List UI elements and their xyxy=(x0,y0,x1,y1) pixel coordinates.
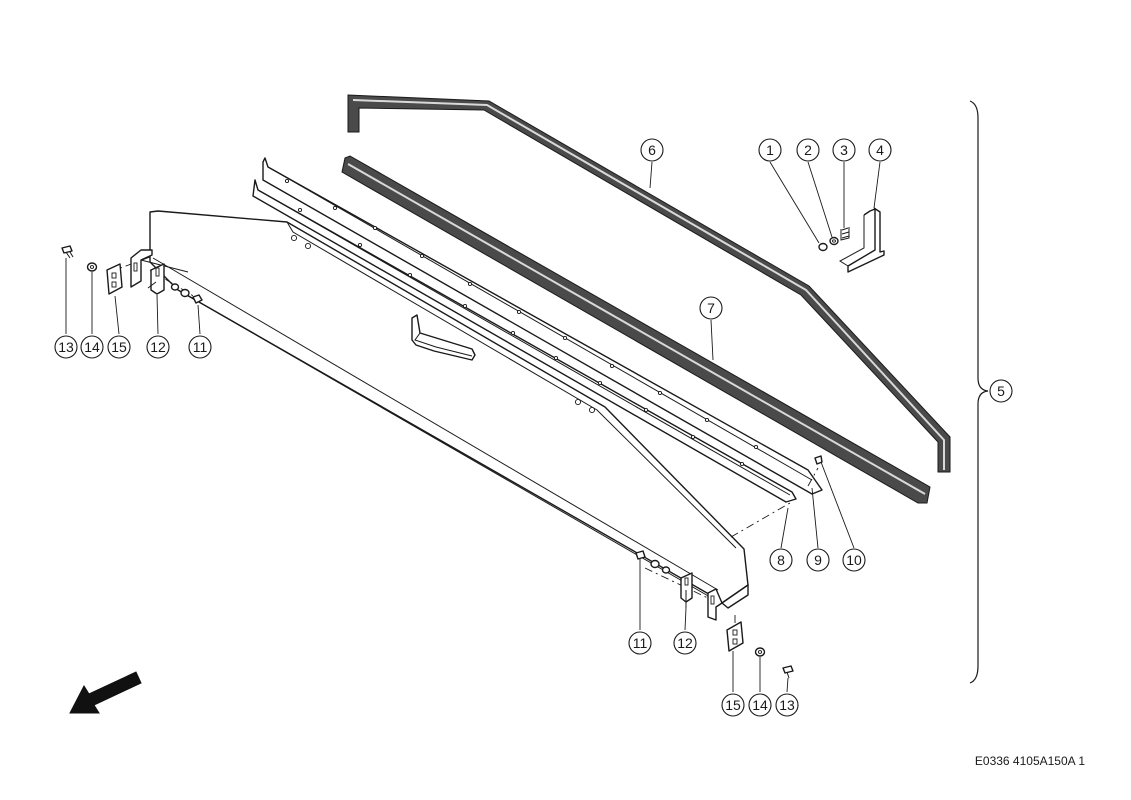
left-part-14-washer xyxy=(86,262,98,272)
svg-text:12: 12 xyxy=(150,339,166,355)
part-9-scraper-strip xyxy=(262,157,823,495)
callout-4: 4 xyxy=(868,138,892,162)
callout-13-left: 13 xyxy=(54,335,78,359)
callout-11-left: 11 xyxy=(188,335,212,359)
svg-text:14: 14 xyxy=(84,339,100,355)
callout-5: 5 xyxy=(989,379,1013,403)
svg-text:15: 15 xyxy=(725,697,741,713)
part-8-scraper-strip xyxy=(252,179,797,503)
leader-lines xyxy=(65,161,881,693)
strip-holes xyxy=(284,178,759,467)
main-hood-panel xyxy=(149,210,749,609)
callout-12-left: 12 xyxy=(146,335,170,359)
left-part-12-bracket xyxy=(147,263,165,295)
callout-15-right: 15 xyxy=(721,693,745,717)
direction-arrow-icon xyxy=(69,671,142,714)
drawing-reference-number: E0336 4105A150A 1 xyxy=(974,754,1085,768)
callout-8: 8 xyxy=(769,548,793,572)
part-6-upper-seal xyxy=(347,94,951,473)
right-part-13-screw xyxy=(782,665,794,679)
callout-2: 2 xyxy=(796,138,820,162)
svg-text:7: 7 xyxy=(707,300,715,316)
callout-12-right: 12 xyxy=(673,631,697,655)
left-part-15-plate xyxy=(106,263,123,295)
right-part-12-bracket xyxy=(680,572,693,608)
right-part-11-fasteners xyxy=(635,550,671,574)
part-4-clip xyxy=(839,207,885,273)
svg-text:14: 14 xyxy=(752,697,768,713)
svg-text:12: 12 xyxy=(677,635,693,651)
callout-15-left: 15 xyxy=(107,335,131,359)
svg-text:3: 3 xyxy=(840,142,848,158)
callout-13-right: 13 xyxy=(775,693,799,717)
svg-text:4: 4 xyxy=(876,142,884,158)
svg-text:11: 11 xyxy=(633,635,648,651)
svg-text:8: 8 xyxy=(777,552,785,568)
svg-text:5: 5 xyxy=(997,383,1005,399)
callout-14-left: 14 xyxy=(80,335,104,359)
callout-10: 10 xyxy=(842,548,866,572)
svg-text:13: 13 xyxy=(779,697,795,713)
svg-text:15: 15 xyxy=(111,339,127,355)
right-part-15-plate xyxy=(726,621,744,652)
assembly-brace xyxy=(969,100,989,684)
callout-3: 3 xyxy=(832,138,856,162)
part-10-bolt xyxy=(814,455,823,465)
svg-text:9: 9 xyxy=(814,552,822,568)
callout-1: 1 xyxy=(758,138,782,162)
part-2-washer xyxy=(829,236,839,246)
left-part-11-fasteners xyxy=(170,283,203,304)
part-7-lower-seal xyxy=(341,155,931,504)
part-1-nut xyxy=(818,242,828,252)
svg-text:13: 13 xyxy=(58,339,74,355)
callout-14-right: 14 xyxy=(748,693,772,717)
left-part-13-screw xyxy=(61,245,74,259)
svg-text:11: 11 xyxy=(193,339,208,355)
right-part-14-washer xyxy=(754,647,766,657)
callout-7: 7 xyxy=(699,296,723,320)
svg-text:10: 10 xyxy=(846,552,862,568)
callout-6: 6 xyxy=(640,138,664,162)
callout-11-right: 11 xyxy=(628,631,652,655)
svg-text:1: 1 xyxy=(766,142,774,158)
panel-handle xyxy=(411,314,476,361)
svg-text:6: 6 xyxy=(648,142,656,158)
right-end-bracket xyxy=(707,588,723,621)
part-3-spring xyxy=(840,227,850,241)
callout-9: 9 xyxy=(806,548,830,572)
svg-text:2: 2 xyxy=(804,142,812,158)
